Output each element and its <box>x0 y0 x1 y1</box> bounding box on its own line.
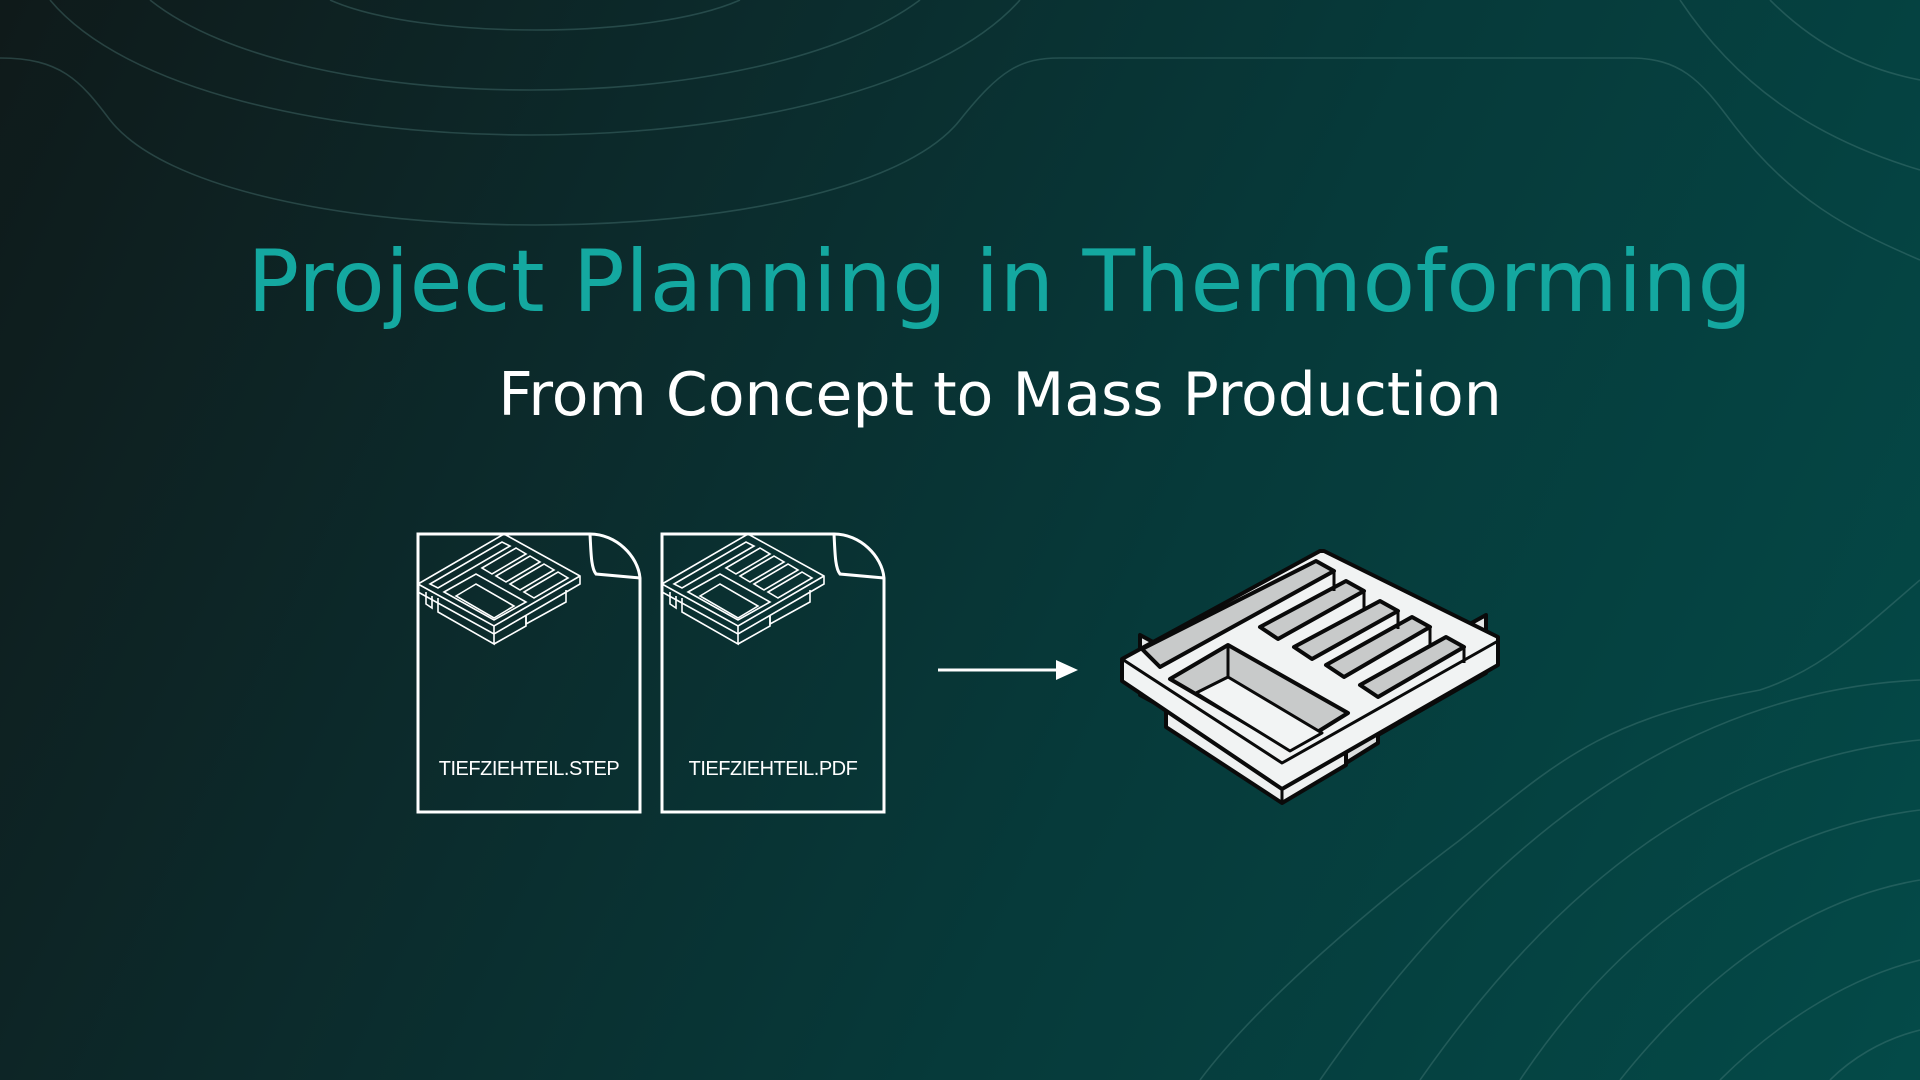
file-name: TIEFZIEHTEIL.STEP <box>438 758 620 780</box>
tray-thumbnail-icon <box>661 533 825 646</box>
arrow-right-icon <box>938 660 1078 680</box>
cad-file-icon <box>416 532 642 814</box>
pdf-file-icon <box>660 532 886 814</box>
file-name: TIEFZIEHTEIL.PDF <box>688 758 858 780</box>
tray-thumbnail-icon <box>417 533 581 646</box>
pdf-file-card: TIEFZIEHTEIL.PDF <box>660 532 886 814</box>
thermoformed-tray-icon <box>1120 549 1500 805</box>
slide-title: Project Planning in Thermoforming <box>247 232 1753 332</box>
slide-subtitle: From Concept to Mass Production <box>498 360 1502 430</box>
step-file-card: TIEFZIEHTEIL.STEP <box>416 532 642 814</box>
